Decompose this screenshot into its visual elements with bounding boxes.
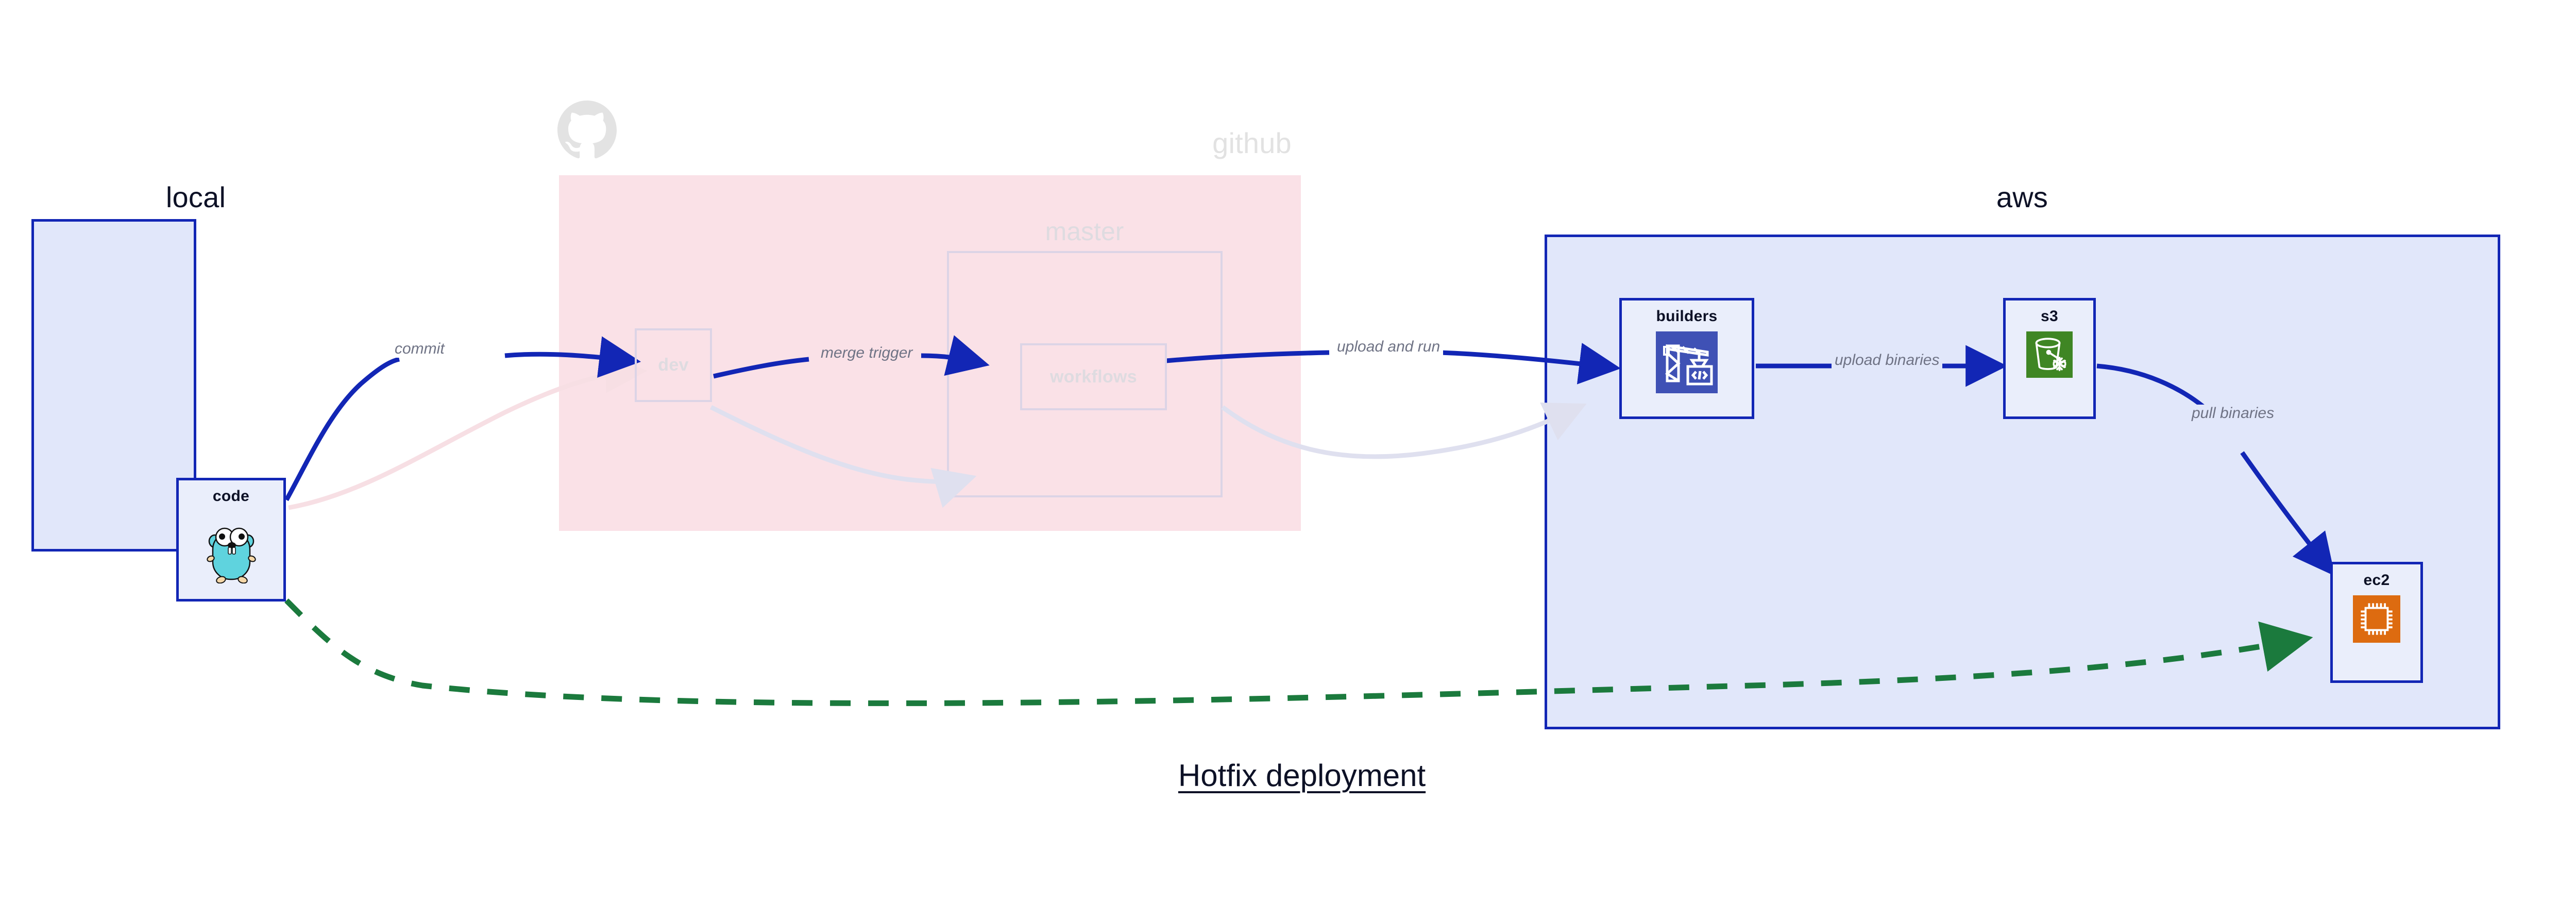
node-s3[interactable]: s3 — [2003, 298, 2096, 419]
zone-github-title: github — [1212, 127, 1292, 159]
edge-label-pull-binaries: pull binaries — [2189, 405, 2278, 422]
zone-aws-title: aws — [1996, 181, 2048, 213]
edge-label-merge-trigger: merge trigger — [818, 344, 916, 362]
edge-label-commit: commit — [392, 340, 448, 358]
go-gopher-icon — [200, 511, 262, 586]
node-workflows[interactable]: workflows — [1020, 343, 1167, 410]
node-dev-label: dev — [658, 355, 689, 375]
diagram-title: Hotfix deployment — [1178, 758, 1426, 793]
edge-label-upload-binaries: upload binaries — [1832, 352, 1943, 369]
node-s3-label: s3 — [2041, 308, 2058, 325]
aws-ec2-chip-icon — [2353, 595, 2400, 645]
zone-local — [31, 219, 196, 552]
zone-local-title: local — [165, 181, 226, 213]
node-ec2[interactable]: ec2 — [2330, 562, 2423, 683]
node-ec2-label: ec2 — [2363, 572, 2390, 589]
github-logo-icon — [557, 101, 617, 160]
aws-s3-glacier-icon — [2026, 331, 2073, 380]
node-builders-label: builders — [1656, 308, 1718, 325]
node-code-label: code — [212, 488, 250, 505]
node-workflows-label: workflows — [1050, 366, 1137, 387]
node-code[interactable]: code — [176, 478, 286, 602]
node-builders[interactable]: builders — [1619, 298, 1754, 419]
node-dev[interactable]: dev — [635, 328, 712, 402]
aws-crane-icon — [1656, 331, 1718, 396]
edge-label-upload-and-run: upload and run — [1334, 338, 1444, 356]
subzone-master-title: master — [1045, 217, 1124, 246]
